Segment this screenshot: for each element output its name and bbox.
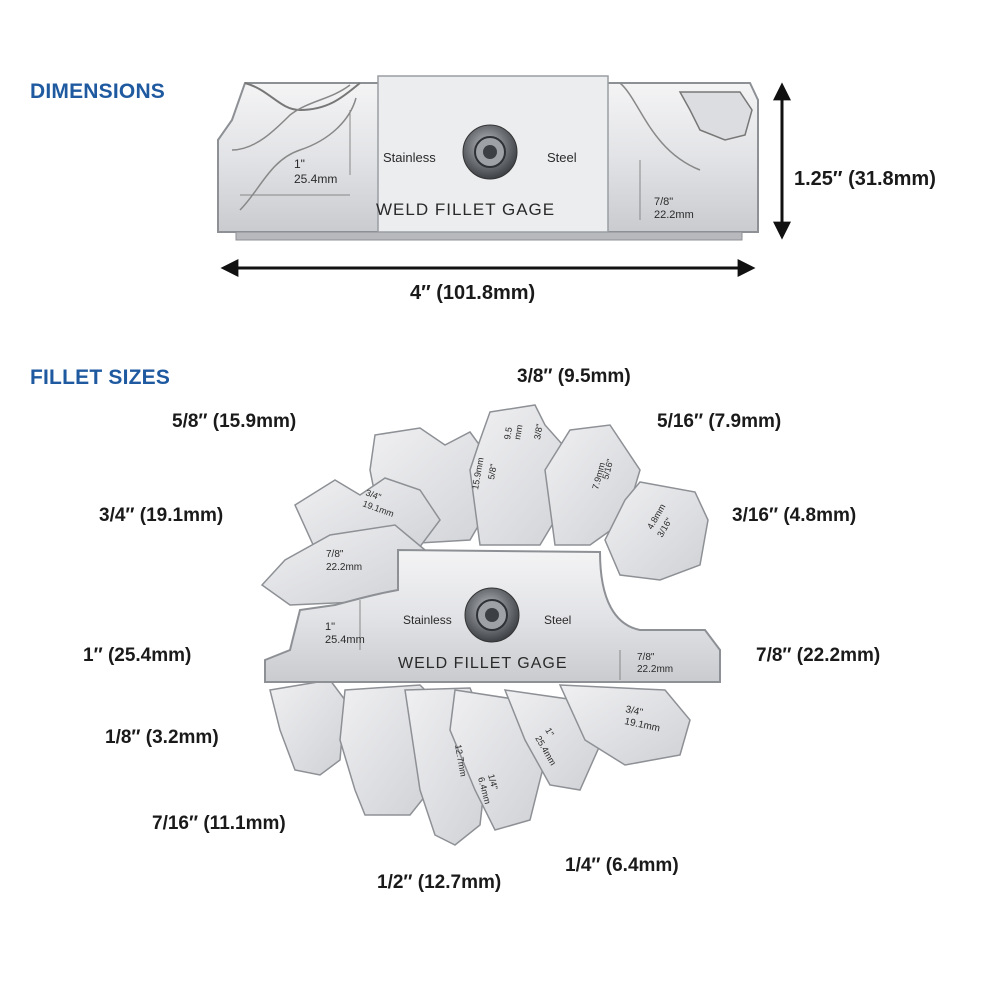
blade-1-4-mark-a: 1/4": [486, 773, 500, 791]
blade-7-8-mark-b: 22.2mm: [326, 562, 362, 573]
fillet-label-5-8: 5/8″ (15.9mm): [172, 411, 297, 432]
top-material-right: Steel: [547, 150, 577, 165]
width-label: 4″ (101.8mm): [410, 282, 536, 304]
blade-fan: Stainless Steel WELD FILLET GAGE 1" 25.4…: [260, 404, 721, 846]
blade-3-8-mark-a: 9.5: [502, 426, 514, 440]
front-material-left: Stainless: [403, 613, 452, 627]
top-right-size-in: 7/8": [654, 196, 673, 208]
blade-3-4-low: [558, 684, 691, 766]
fillet-label-3-8: 3/8″ (9.5mm): [517, 366, 631, 387]
front-right-size-mm: 22.2mm: [637, 664, 673, 675]
top-gauge: Stainless Steel WELD FILLET GAGE 1" 25.4…: [217, 75, 759, 241]
front-right-size-in: 7/8": [637, 652, 655, 663]
top-left-size-in: 1": [294, 157, 305, 171]
fillet-label-1: 1″ (25.4mm): [83, 645, 192, 666]
fillet-label-3-4: 3/4″ (19.1mm): [99, 505, 224, 526]
fillet-sizes-heading: FILLET SIZES: [30, 366, 171, 389]
top-material-left: Stainless: [383, 150, 436, 165]
blade-3-16: [604, 481, 709, 581]
blade-1-8: [269, 679, 346, 776]
fillet-label-5-16: 5/16″ (7.9mm): [657, 411, 782, 432]
top-right-size-mm: 22.2mm: [654, 209, 694, 221]
blade-7-8-mark-a: 7/8": [326, 549, 344, 560]
front-material-right: Steel: [544, 613, 571, 627]
blade-3-8-mark-b: mm: [512, 424, 524, 441]
top-left-size-mm: 25.4mm: [294, 172, 337, 186]
dimensions-heading: DIMENSIONS: [30, 80, 166, 103]
front-gauge-title: WELD FILLET GAGE: [398, 655, 568, 672]
fillet-label-1-8: 1/8″ (3.2mm): [105, 727, 219, 748]
front-left-size-mm: 25.4mm: [325, 634, 365, 646]
front-left-size-in: 1": [325, 621, 335, 633]
blade-7-8: [260, 524, 426, 606]
blade-3-4-low-mark-a: 3/4": [624, 704, 644, 718]
blade-3-8-mark-c: 3/8": [532, 423, 545, 440]
fillet-label-1-2: 1/2″ (12.7mm): [377, 872, 502, 893]
height-label: 1.25″ (31.8mm): [794, 168, 936, 190]
fillet-label-7-16: 7/16″ (11.1mm): [152, 813, 286, 834]
fillet-label-7-8: 7/8″ (22.2mm): [756, 645, 881, 666]
blade-5-8-mark-b: 5/8": [486, 463, 499, 480]
fillet-label-3-16: 3/16″ (4.8mm): [732, 505, 857, 526]
fillet-label-1-4: 1/4″ (6.4mm): [565, 855, 679, 876]
blade-5-16: [544, 424, 641, 546]
top-gauge-title: WELD FILLET GAGE: [376, 200, 555, 219]
